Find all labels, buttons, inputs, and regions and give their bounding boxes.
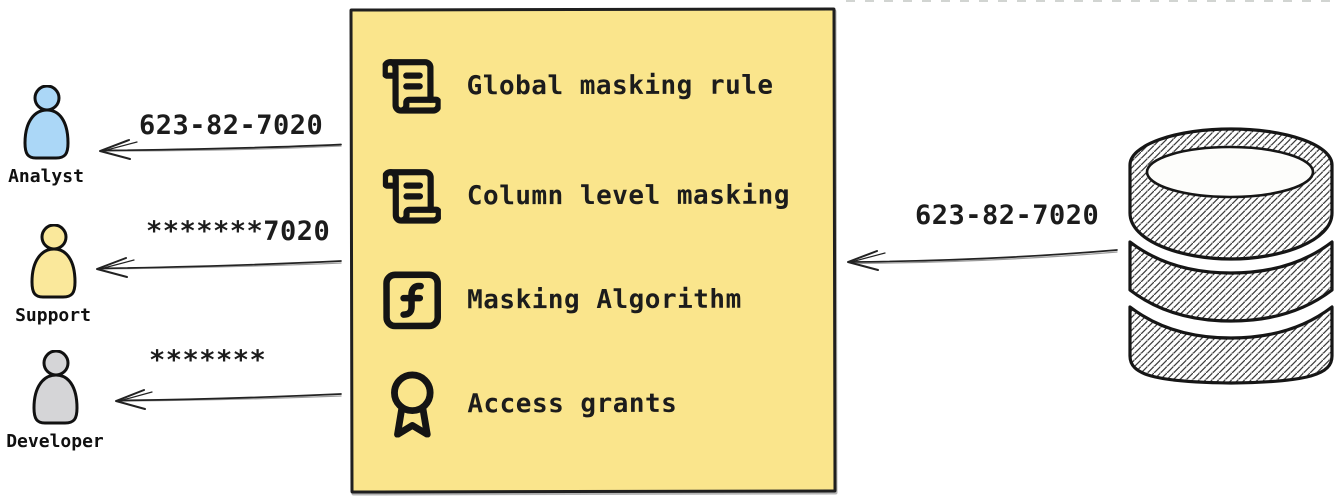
award-icon [391, 371, 434, 438]
database-icon [1128, 127, 1334, 385]
masked-value-developer: ******* [149, 345, 267, 376]
cropped-dashed-border [846, 0, 1340, 2]
raw-value-database: 623-82-7020 [915, 200, 1100, 231]
masked-value-support: *******7020 [146, 216, 331, 247]
arrow-to-analyst [99, 139, 342, 160]
masking-rules-box: Global masking rule Column level masking… [349, 7, 837, 494]
person-head [42, 350, 70, 377]
person-icon [23, 85, 70, 160]
scroll-text-icon [382, 59, 441, 114]
rule-row-global-masking: Global masking rule [382, 57, 774, 116]
person-icon [30, 224, 77, 299]
function-square-icon [383, 271, 441, 330]
rule-label: Column level masking [466, 180, 790, 212]
rule-label: Global masking rule [466, 70, 774, 102]
rule-label: Access grants [467, 388, 678, 420]
person-body [32, 373, 79, 425]
consumer-analyst: Analyst [0, 85, 101, 187]
consumer-role-label: Support [15, 305, 91, 326]
masked-value-analyst: 623-82-7020 [139, 110, 324, 141]
rule-row-column-masking: Column level masking [382, 167, 790, 226]
rule-row-masking-algorithm: Masking Algorithm [383, 271, 742, 330]
database-middle-segment [1128, 240, 1334, 323]
rule-row-access-grants: Access grants [383, 371, 677, 438]
consumer-support: Support [0, 224, 108, 326]
person-body [23, 108, 70, 160]
person-head [33, 85, 61, 112]
arrow-database-to-box [847, 249, 1118, 271]
consumer-role-label: Analyst [8, 166, 84, 187]
arrow-to-developer [115, 389, 342, 410]
person-body [30, 247, 77, 299]
person-icon [32, 350, 79, 425]
database-top-opening [1145, 145, 1315, 199]
consumer-developer: Developer [0, 350, 110, 452]
arrow-to-support [96, 257, 342, 278]
scroll-text-icon [382, 169, 441, 224]
person-head [40, 224, 68, 251]
consumer-role-label: Developer [6, 431, 104, 452]
database-bottom-segment [1128, 305, 1334, 385]
rule-label: Masking Algorithm [467, 284, 742, 316]
